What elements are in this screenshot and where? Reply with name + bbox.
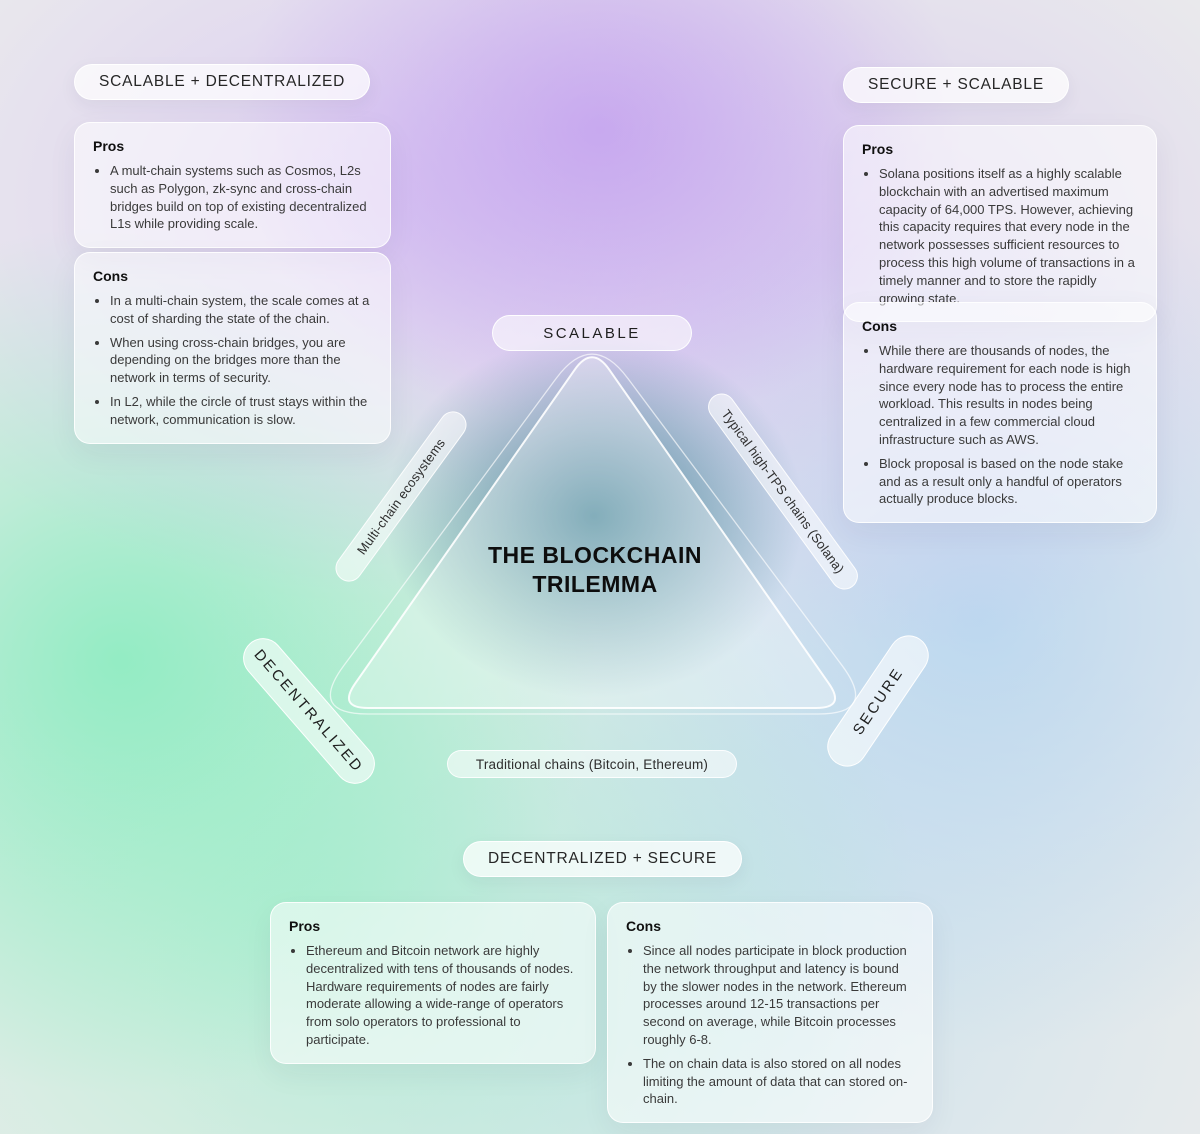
cons-title: Cons xyxy=(862,318,897,334)
vertex-scalable: SCALABLE xyxy=(492,315,692,351)
cons-card-decentralized-secure: Cons Since all nodes participate in bloc… xyxy=(607,902,933,1124)
edge-label-high-tps: Typical high-TPS chains (Solana) xyxy=(702,388,864,595)
pros-card-secure-scalable: Pros Solana positions itself as a highly… xyxy=(843,125,1157,323)
cons-list: In a multi-chain system, the scale comes… xyxy=(93,292,372,429)
heading-decentralized-secure: DECENTRALIZED + SECURE xyxy=(463,841,743,877)
heading-secure-scalable: SECURE + SCALABLE xyxy=(843,67,1069,103)
diagram-title-line2: TRILEMMA xyxy=(532,571,658,597)
cons-card-scalable-decentralized: Cons In a multi-chain system, the scale … xyxy=(74,252,391,444)
pros-title: Pros xyxy=(93,138,125,154)
cons-title: Cons xyxy=(626,918,661,934)
bullet-item: In L2, while the circle of trust stays w… xyxy=(110,393,372,429)
triangle-outline xyxy=(329,353,857,715)
heading-scalable-decentralized: SCALABLE + DECENTRALIZED xyxy=(74,64,371,100)
bullet-item: In a multi-chain system, the scale comes… xyxy=(110,292,372,328)
cons-list: While there are thousands of nodes, the … xyxy=(862,342,1138,508)
pros-list: Solana positions itself as a highly scal… xyxy=(862,165,1138,307)
bullet-item: A mult-chain systems such as Cosmos, L2s… xyxy=(110,162,372,233)
vertex-secure: SECURE xyxy=(819,627,937,775)
bullet-item: When using cross-chain bridges, you are … xyxy=(110,334,372,387)
cons-title: Cons xyxy=(93,268,128,284)
cons-list: Since all nodes participate in block pro… xyxy=(626,942,914,1108)
bullet-item: Ethereum and Bitcoin network are highly … xyxy=(306,942,577,1049)
pros-list: A mult-chain systems such as Cosmos, L2s… xyxy=(93,162,372,233)
diagram-title-line1: THE BLOCKCHAIN xyxy=(488,542,702,568)
pros-card-scalable-decentralized: Pros A mult-chain systems such as Cosmos… xyxy=(74,122,391,249)
bullet-item: Since all nodes participate in block pro… xyxy=(643,942,914,1049)
bullet-item: Solana positions itself as a highly scal… xyxy=(879,165,1138,307)
diagram-title: THE BLOCKCHAIN TRILEMMA xyxy=(488,541,702,599)
pros-title: Pros xyxy=(862,141,894,157)
bullet-item: While there are thousands of nodes, the … xyxy=(879,342,1138,449)
pros-title: Pros xyxy=(289,918,321,934)
edge-label-traditional-chains: Traditional chains (Bitcoin, Ethereum) xyxy=(447,750,737,778)
bullet-item: The on chain data is also stored on all … xyxy=(643,1055,914,1108)
triangle-glass xyxy=(347,356,837,709)
vertex-decentralized: DECENTRALIZED xyxy=(234,629,384,793)
cons-card-secure-scalable: Cons While there are thousands of nodes,… xyxy=(843,302,1157,524)
pros-card-decentralized-secure: Pros Ethereum and Bitcoin network are hi… xyxy=(270,902,596,1064)
bullet-item: Block proposal is based on the node stak… xyxy=(879,455,1138,508)
pros-list: Ethereum and Bitcoin network are highly … xyxy=(289,942,577,1049)
